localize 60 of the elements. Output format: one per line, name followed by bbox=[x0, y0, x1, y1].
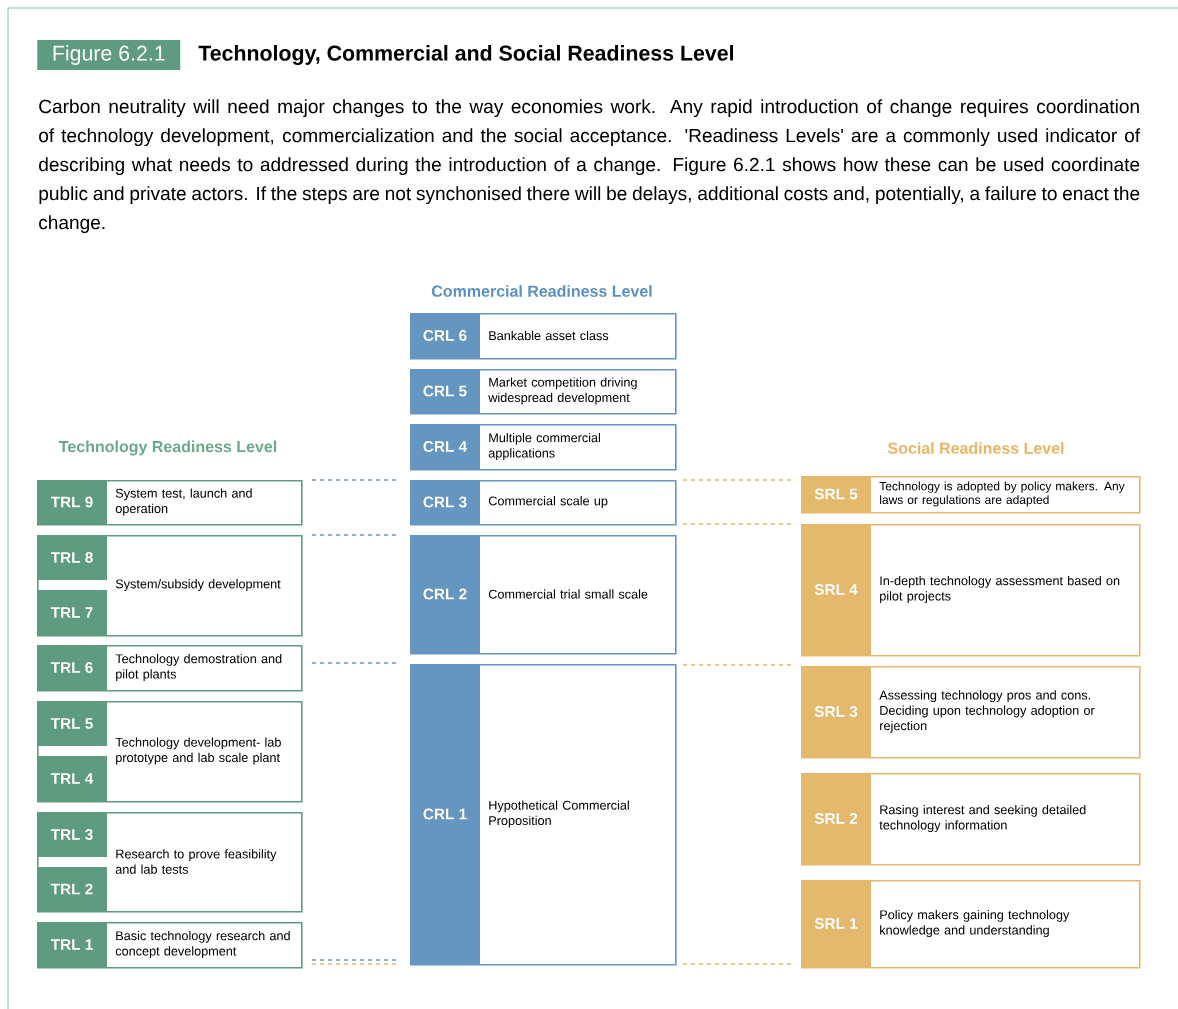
level-label: TRL 7 bbox=[37, 590, 107, 635]
level-description: Technology is adopted by policy makers. Any laws or regulations are adapted bbox=[879, 481, 1125, 507]
column-heading: Technology Readiness Level bbox=[59, 440, 277, 456]
level-description: Commercial trial small scale bbox=[488, 589, 648, 599]
level-box bbox=[410, 424, 677, 471]
level-description: Rasing interest and seeking detailed technology information bbox=[879, 804, 1086, 833]
level-box bbox=[801, 524, 1141, 657]
level-description: Bankable asset class bbox=[489, 330, 609, 341]
intro-paragraph: Carbon neutrality will need major changes to the way economies work. Any rapid introduction of change requires coordination of technology development, commercialization and the social acceptance. 'Readiness Levels' are a commonly used indicator of describing what needs to addressed during the introduction of a change. Figure 6.2.1 shows how these can be used coordinate public and private actors. If the steps are not synchonised there will be delays, additional costs and, potentially, a failure to enact the change. bbox=[39, 99, 1141, 234]
level-description: Technology demostration and pilot plants bbox=[115, 653, 282, 682]
level-label: CRL 4 bbox=[410, 424, 480, 469]
level-box bbox=[801, 476, 1141, 514]
level-box bbox=[37, 645, 303, 692]
level-description: Research to prove feasibility and lab tests bbox=[115, 849, 277, 874]
level-description: Assessing technology pros and cons. Deciding upon technology adoption or rejection bbox=[879, 690, 1095, 733]
level-box bbox=[410, 664, 677, 966]
level-description: Technology development- lab prototype and lab scale plant bbox=[115, 737, 281, 765]
level-box bbox=[37, 922, 303, 969]
level-label: TRL 6 bbox=[37, 645, 107, 690]
level-description: Hypothetical Commercial Proposition bbox=[489, 800, 629, 828]
level-box bbox=[410, 535, 677, 655]
level-label: TRL 4 bbox=[37, 756, 107, 801]
level-label: CRL 1 bbox=[410, 664, 480, 964]
column-heading: Commercial Readiness Level bbox=[431, 285, 652, 297]
level-box bbox=[410, 369, 677, 415]
level-label: CRL 2 bbox=[410, 535, 480, 653]
level-box bbox=[37, 701, 303, 803]
level-label: CRL 6 bbox=[410, 313, 480, 358]
level-description: Multiple commercial applications bbox=[488, 432, 600, 461]
level-label: SRL 5 bbox=[801, 476, 871, 512]
level-label: SRL 3 bbox=[801, 666, 871, 757]
level-description: Market competition driving widespread development bbox=[488, 377, 637, 405]
level-label: CRL 5 bbox=[410, 369, 480, 413]
level-label: TRL 9 bbox=[37, 480, 107, 524]
level-description: Basic technology research and concept development bbox=[115, 930, 290, 959]
level-description: System/subsidy development bbox=[115, 579, 281, 591]
level-box bbox=[410, 313, 677, 360]
level-box bbox=[37, 812, 303, 913]
figure-title: Technology, Commercial and Social Readiness Level bbox=[198, 45, 733, 65]
level-box bbox=[37, 480, 303, 526]
level-label: TRL 1 bbox=[37, 922, 107, 967]
level-box bbox=[801, 880, 1141, 969]
level-label: TRL 5 bbox=[37, 701, 107, 746]
level-description: Commercial scale up bbox=[488, 496, 608, 508]
level-description: In-depth technology assessment based on pilot projects bbox=[880, 575, 1120, 604]
level-box bbox=[410, 480, 677, 526]
figure-number-badge: Figure 6.2.1 bbox=[37, 40, 181, 70]
level-label: SRL 2 bbox=[801, 773, 871, 864]
level-box bbox=[801, 666, 1141, 759]
level-box bbox=[801, 773, 1141, 866]
level-label: TRL 8 bbox=[37, 535, 107, 580]
level-label: SRL 4 bbox=[801, 524, 871, 655]
level-box bbox=[37, 535, 303, 637]
level-label: CRL 3 bbox=[410, 480, 480, 524]
level-label: TRL 2 bbox=[37, 867, 107, 911]
level-label: TRL 3 bbox=[37, 812, 107, 857]
column-heading: Social Readiness Level bbox=[888, 442, 1064, 454]
level-description: Policy makers gaining technology knowledge and understanding bbox=[880, 909, 1070, 938]
level-description: System test, launch and operation bbox=[115, 488, 252, 516]
level-label: SRL 1 bbox=[801, 880, 871, 967]
